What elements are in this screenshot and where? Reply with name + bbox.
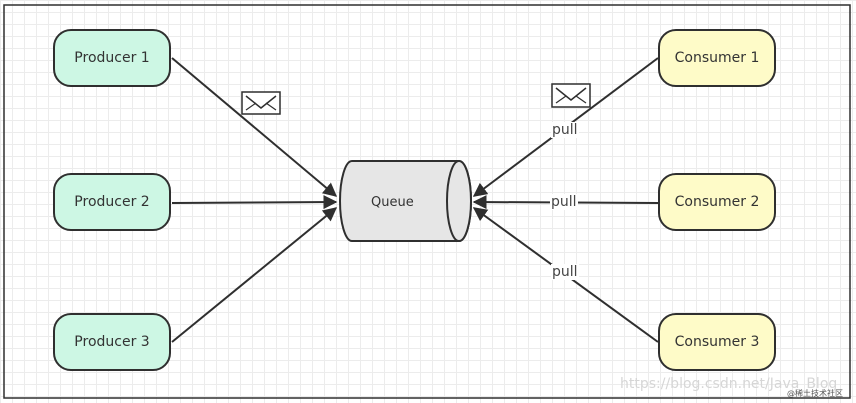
- edge-producer-1-queue: [171, 57, 338, 197]
- edge-label-pull-1: pull: [551, 122, 579, 138]
- watermark-url: https://blog.csdn.net/Java_Blog: [620, 376, 838, 392]
- consumer-2-label: Consumer 2: [674, 194, 760, 210]
- producer-1-node: Producer 1: [53, 29, 171, 87]
- producer-2-node: Producer 2: [53, 173, 171, 231]
- consumer-3-label: Consumer 3: [674, 334, 760, 350]
- edge-producer-2-queue: [171, 195, 338, 210]
- watermark-credit: @稀土技术社区: [787, 389, 843, 398]
- producer-3-node: Producer 3: [53, 313, 171, 371]
- producer-3-label: Producer 3: [74, 334, 150, 350]
- edge-label-pull-2: pull: [550, 194, 578, 210]
- queue-label: Queue: [371, 195, 414, 210]
- consumer-1-label: Consumer 1: [674, 50, 760, 66]
- consumer-3-node: Consumer 3: [658, 313, 776, 371]
- edge-producer-3-queue: [171, 207, 338, 343]
- queue-cylinder: [339, 160, 472, 242]
- producer-1-label: Producer 1: [74, 50, 150, 66]
- envelope-icon: [551, 83, 591, 108]
- edge-label-pull-3: pull: [551, 264, 579, 280]
- consumer-1-node: Consumer 1: [658, 29, 776, 87]
- consumer-2-node: Consumer 2: [658, 173, 776, 231]
- diagram-frame: [3, 4, 851, 399]
- envelope-icon: [241, 91, 281, 115]
- producer-2-label: Producer 2: [74, 194, 150, 210]
